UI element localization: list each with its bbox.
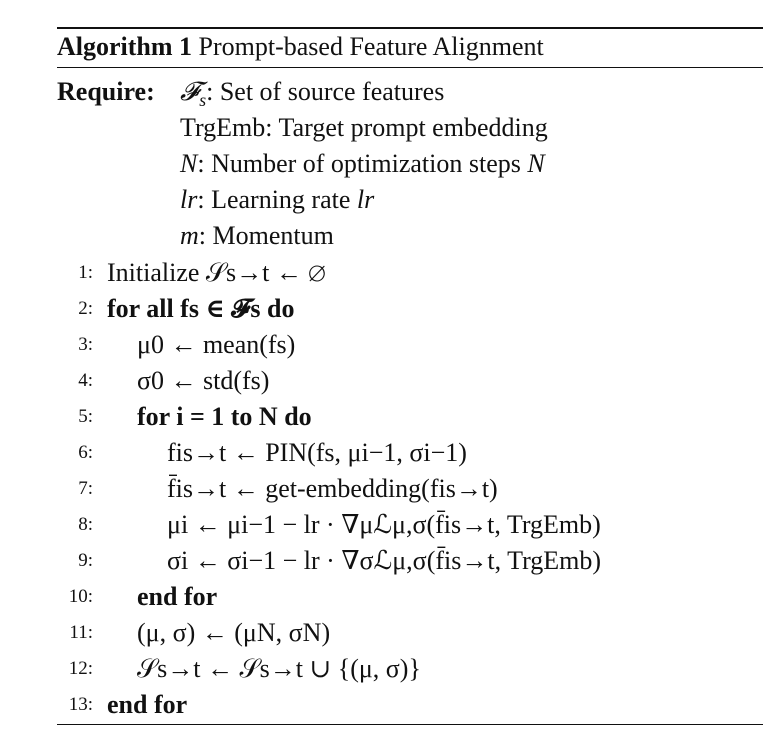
line-text: μi ← μi−1 − lr · ∇μℒμ,σ(f̄is→t, TrgEmb) [167, 510, 601, 539]
line-text: σ0 ← std(fs) [137, 366, 270, 395]
description: : Momentum [198, 221, 334, 250]
top-rule [57, 27, 763, 29]
line-text: fis→t ← PIN(fs, μi−1, σi−1) [167, 438, 467, 467]
algo-line-6: 6: fis→t ← PIN(fs, μi−1, σi−1) [57, 435, 757, 471]
tail-symbol: N [527, 149, 545, 178]
algo-line-8: 8: μi ← μi−1 − lr · ∇μℒμ,σ(f̄is→t, TrgEm… [57, 507, 757, 543]
line-number: 4: [78, 370, 93, 391]
line-number: 1: [78, 262, 93, 283]
line-number: 10: [68, 586, 93, 607]
algo-line-13: 13: end for [57, 687, 757, 723]
description: : Set of source features [206, 77, 445, 106]
line-text: σi ← σi−1 − lr · ∇σℒμ,σ(f̄is→t, TrgEmb) [167, 546, 602, 575]
symbol: m [180, 221, 199, 250]
algo-line-11: 11: (μ, σ) ← (μN, σN) [57, 615, 757, 651]
line-text: 𝒮s→t ← 𝒮s→t ∪ {(μ, σ)} [137, 654, 421, 683]
algo-line-4: 4: σ0 ← std(fs) [57, 363, 757, 399]
algorithm-label: Algorithm 1 [57, 32, 193, 61]
line-text: μ0 ← mean(fs) [137, 330, 296, 359]
tail-symbol: lr [356, 185, 375, 214]
require-item-target-embedding: TrgEmb: Target prompt embedding [180, 111, 548, 145]
line-number: 12: [68, 658, 93, 679]
line-text: end for [137, 582, 218, 611]
line-text: Initialize 𝒮s→t ← ∅ [107, 258, 326, 287]
symbol-subscript: s [199, 90, 207, 111]
line-number: 7: [78, 478, 93, 499]
line-number: 3: [78, 334, 93, 355]
line-number: 11: [69, 622, 93, 643]
line-text: end for [107, 690, 188, 719]
line-number: 6: [78, 442, 93, 463]
require-label: Require: [57, 77, 155, 106]
line-text: for i = 1 to N do [137, 402, 312, 431]
algo-line-9: 9: σi ← σi−1 − lr · ∇σℒμ,σ(f̄is→t, TrgEm… [57, 543, 757, 579]
line-number: 2: [78, 298, 93, 319]
line-number: 13: [68, 694, 93, 715]
description: : Target prompt embedding [265, 113, 548, 142]
algo-line-10: 10: end for [57, 579, 757, 615]
bottom-rule [57, 724, 763, 725]
symbol: lr [180, 185, 198, 214]
algo-line-7: 7: f̄is→t ← get-embedding(fis→t) [57, 471, 757, 507]
require-item-source-features: 𝓕s: Set of source features [180, 75, 444, 109]
require-item-steps: N: Number of optimization steps N [180, 147, 545, 181]
symbol: 𝓕 [180, 77, 200, 107]
description: : Learning rate [197, 185, 357, 214]
algo-line-2: 2: for all fs ∈ 𝓕s do [57, 291, 757, 327]
line-text: f̄is→t ← get-embedding(fis→t) [167, 474, 498, 503]
line-number: 8: [78, 514, 93, 535]
description: : Number of optimization steps [197, 149, 528, 178]
algo-line-5: 5: for i = 1 to N do [57, 399, 757, 435]
algorithm-name: Prompt-based Feature Alignment [198, 32, 544, 61]
line-text: for all fs ∈ 𝓕s do [107, 294, 295, 323]
line-text: (μ, σ) ← (μN, σN) [137, 618, 331, 647]
symbol: TrgEmb [180, 113, 266, 142]
line-number: 5: [78, 406, 93, 427]
algorithm-title: Algorithm 1 Prompt-based Feature Alignme… [57, 30, 544, 64]
algo-line-12: 12: 𝒮s→t ← 𝒮s→t ∪ {(μ, σ)} [57, 651, 757, 687]
algo-line-3: 3: μ0 ← mean(fs) [57, 327, 757, 363]
algo-line-1: 1: Initialize 𝒮s→t ← ∅ [57, 255, 757, 291]
line-number: 9: [78, 550, 93, 571]
require-item-learning-rate: lr: Learning rate lr [180, 183, 374, 217]
header-rule [57, 67, 763, 68]
require-item-momentum: m: Momentum [180, 219, 334, 253]
symbol: N [180, 149, 198, 178]
